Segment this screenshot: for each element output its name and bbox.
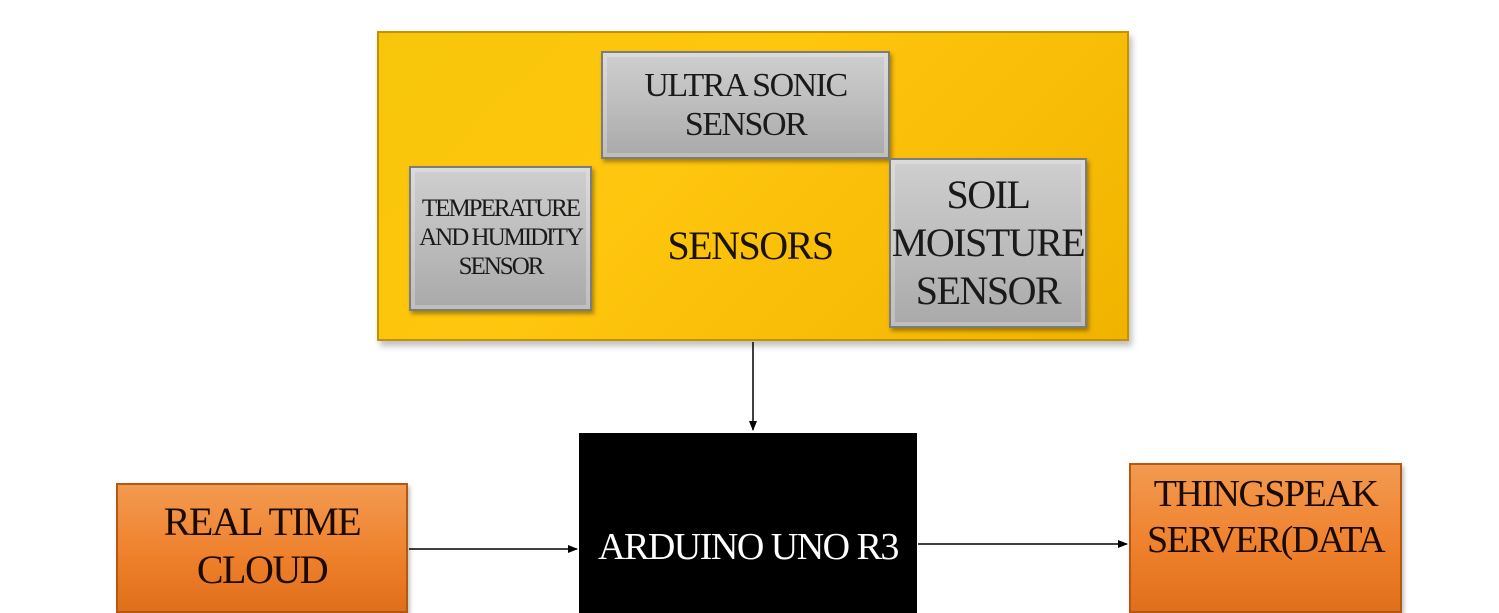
soil-moisture-sensor-box: SOIL MOISTURE SENSOR bbox=[889, 158, 1087, 328]
real-time-cloud-box: REAL TIME CLOUD bbox=[116, 483, 408, 613]
thingspeak-server-box: THINGSPEAK SERVER(DATA bbox=[1129, 463, 1402, 613]
ultrasonic-sensor-box: ULTRA SONIC SENSOR bbox=[601, 51, 890, 159]
temperature-humidity-sensor-box: TEMPERATURE AND HUMIDITY SENSOR bbox=[409, 166, 592, 311]
arduino-uno-box: ARDUINO UNO R3 bbox=[579, 433, 917, 613]
connector-layer bbox=[409, 342, 1128, 553]
sensors-group-label: SENSORS bbox=[667, 222, 834, 268]
block-diagram: SENSORS ULTRA SONIC SENSOR TEMPERATURE A… bbox=[116, 31, 1402, 613]
